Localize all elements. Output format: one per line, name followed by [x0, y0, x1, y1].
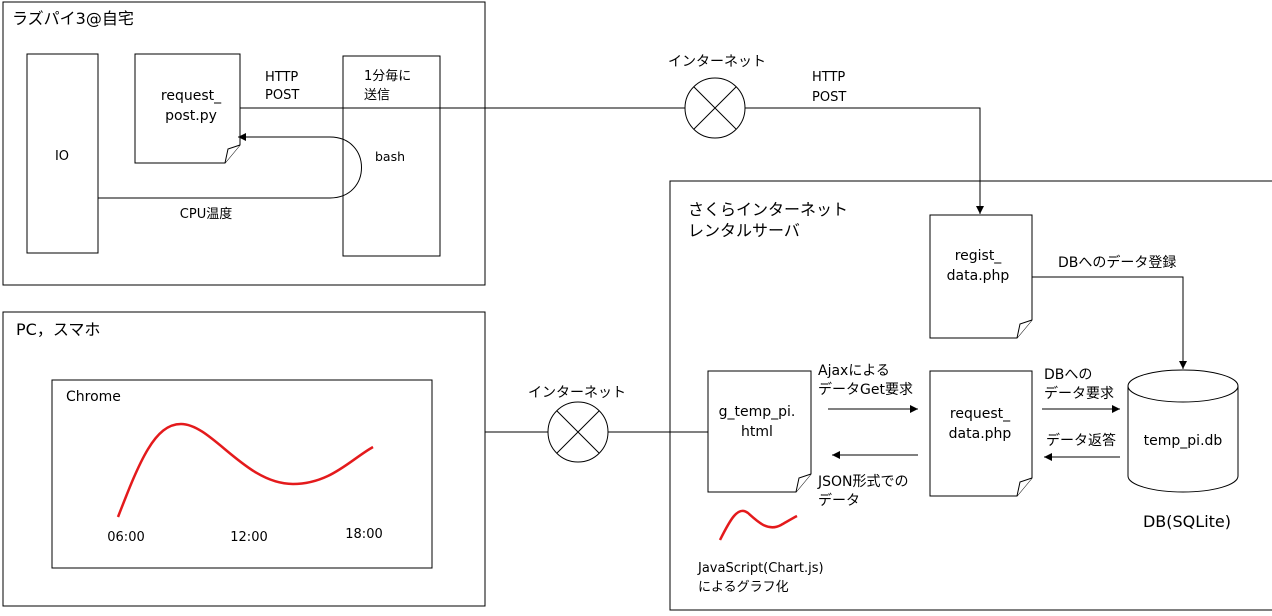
ajax-line1: Ajaxによる [818, 363, 890, 379]
db-request-line2: データ要求 [1044, 385, 1114, 402]
bash-note-line2: 送信 [364, 88, 390, 103]
tick-label: 12:00 [230, 530, 267, 545]
g-temp-line1: g_temp_pi. [719, 404, 796, 420]
home-http-line2: POST [265, 88, 299, 103]
request-post-fold [224, 144, 241, 164]
io-label: IO [55, 149, 69, 164]
internet-top-cross-icon [693, 86, 737, 130]
internet-bottom-cross-icon [556, 410, 600, 454]
db-register-label: DBへのデータ登録 [1058, 254, 1176, 271]
tick-label: 18:00 [345, 527, 382, 542]
json-line2: データ [818, 492, 860, 509]
server-group: さくらインターネット レンタルサーバ regist_ data.php DBへの… [669, 180, 1272, 611]
json-line1: JSON形式での [817, 474, 909, 490]
js-note-line2: によるグラフ化 [698, 580, 789, 595]
bash-note-line1: 1分毎に [364, 68, 411, 84]
regist-data-fold [1016, 319, 1033, 339]
server-frame [669, 180, 1272, 611]
request-data-line1: request_ [950, 406, 1011, 422]
internet-bottom: インターネット [528, 385, 626, 463]
browser-label: Chrome [66, 389, 121, 405]
data-return-label: データ返答 [1046, 432, 1116, 449]
db-cylinder-body [1127, 386, 1239, 493]
db-request-line1: DBへの [1044, 367, 1092, 383]
request-data-fold [1016, 477, 1033, 497]
home-title: ラズパイ3@自宅 [12, 9, 134, 28]
temperature-curve [116, 422, 374, 518]
bash-label: bash [375, 149, 405, 164]
tick-label: 06:00 [107, 530, 144, 545]
post-line-right [745, 107, 984, 214]
client-group: PC，スマホ Chrome 06:00 12:00 18:00 [2, 311, 486, 607]
request-post-line2: post.py [165, 108, 217, 124]
db-type-label: DB(SQLite) [1143, 512, 1231, 531]
mini-chart-icon [718, 509, 798, 541]
cpu-temp-label: CPU温度 [180, 206, 232, 222]
bash-box [342, 55, 441, 257]
io-box [26, 53, 99, 254]
ajax-line2: データGet要求 [818, 381, 913, 398]
request-data-line2: data.php [949, 426, 1012, 442]
db-register-arrow [1032, 276, 1187, 369]
regist-line2: data.php [947, 268, 1010, 284]
server-title-line1: さくらインターネット [688, 200, 848, 219]
internet-http-line2: POST [812, 90, 846, 105]
db-cylinder-top [1127, 369, 1239, 403]
g-temp-fold [795, 473, 812, 493]
client-title: PC，スマホ [16, 320, 100, 339]
home-group: ラズパイ3@自宅 IO request_ post.py HTTP POST 1… [2, 1, 486, 286]
regist-line1: regist_ [955, 248, 1003, 264]
js-note-line1: JavaScript(Chart.js) [697, 561, 824, 576]
internet-top-label: インターネット [668, 54, 766, 70]
server-title-line2: レンタルサーバ [688, 221, 800, 240]
g-temp-line2: html [741, 424, 773, 440]
db-file-label: temp_pi.db [1144, 433, 1223, 449]
home-http-line1: HTTP [265, 70, 298, 85]
internet-top: インターネット HTTP POST [668, 54, 846, 139]
cpu-temp-arrow [98, 133, 362, 199]
browser-window [51, 379, 433, 569]
request-post-line1: request_ [161, 88, 222, 104]
internet-http-line1: HTTP [812, 70, 845, 85]
internet-bottom-label: インターネット [528, 385, 626, 401]
